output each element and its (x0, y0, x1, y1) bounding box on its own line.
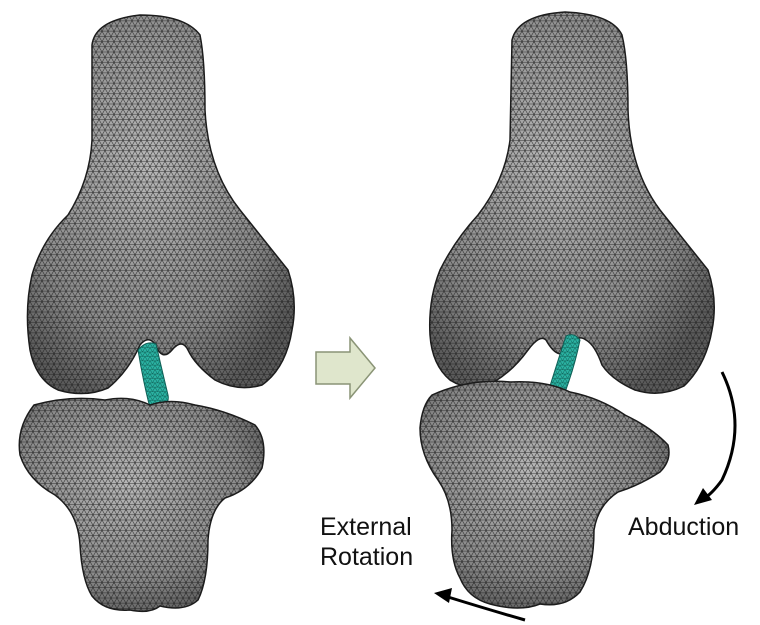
external-rotation-label: External Rotation (320, 512, 413, 572)
abduction-label: Abduction (628, 512, 739, 542)
curved-arrow-clockwise-icon (694, 372, 735, 505)
right-tibia (420, 381, 669, 608)
left-knee-model (19, 15, 294, 611)
external-rotation-label-line1: External (320, 512, 413, 542)
left-tibia (19, 398, 264, 611)
right-block-arrow-icon (316, 338, 375, 398)
external-rotation-label-line2: Rotation (320, 542, 413, 572)
left-femur (27, 15, 294, 394)
